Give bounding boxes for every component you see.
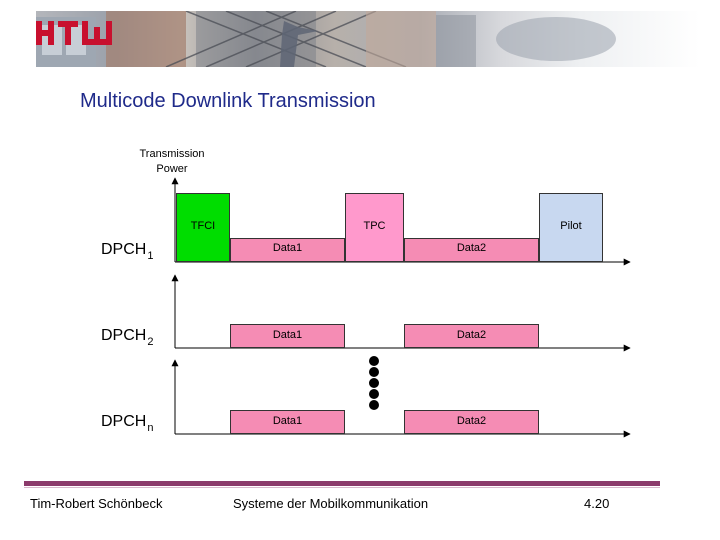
dpchn-data2-field: [404, 410, 539, 434]
dpch1-data1-label: Data1: [272, 242, 303, 254]
vertical-ellipsis-dots: [369, 356, 381, 411]
slide-title: Multicode Downlink Transmission: [80, 90, 376, 112]
htw-logo: [36, 21, 112, 45]
tfci-field: [176, 193, 230, 262]
dpchn-data1-field: [230, 410, 345, 434]
y-axis-title-line2: Power: [156, 163, 188, 175]
ellipsis-dot: [369, 378, 379, 388]
tpc-field: [345, 193, 404, 262]
dpch2-data1-label: Data1: [272, 329, 303, 341]
ellipsis-dot: [369, 356, 379, 366]
pilot-label: Pilot: [560, 220, 582, 232]
channel-label-dpchn: DPCHn: [101, 413, 154, 434]
footer-bar: [24, 481, 660, 486]
tfci-label: TFCI: [190, 220, 216, 232]
y-axis-title-line1: Transmission: [139, 148, 205, 160]
dpch1-data2-field: [404, 238, 539, 262]
ellipsis-dot: [369, 389, 379, 399]
footer-course: Systeme der Mobilkommunikation: [233, 496, 429, 511]
y-axis-title: Transmission Power: [120, 147, 224, 177]
footer-page-number: 4.20: [584, 496, 610, 511]
channel-label-dpch2: DPCH2: [101, 327, 154, 348]
dpch1-data1-field: [230, 238, 345, 262]
channel-name: DPCH: [101, 413, 147, 430]
tpc-label: TPC: [363, 220, 386, 232]
dpch2-data2-label: Data2: [456, 329, 487, 341]
dpch2-data1-field: [230, 324, 345, 348]
channel-subscript: 2: [147, 336, 154, 348]
footer-author: Tim-Robert Schönbeck: [30, 496, 163, 511]
ellipsis-dot: [369, 367, 379, 377]
channel-name: DPCH: [101, 241, 147, 258]
ellipsis-dot: [369, 400, 379, 410]
channel-subscript: 1: [147, 250, 154, 262]
dpch1-data2-label: Data2: [456, 242, 487, 254]
pilot-field: [539, 193, 603, 262]
channel-name: DPCH: [101, 327, 147, 344]
header-banner: [36, 11, 700, 67]
channel-subscript: n: [147, 422, 154, 434]
dpchn-data2-label: Data2: [456, 415, 487, 427]
dpch2-data2-field: [404, 324, 539, 348]
footer-divider: [24, 487, 660, 488]
dpchn-data1-label: Data1: [272, 415, 303, 427]
channel-label-dpch1: DPCH1: [101, 241, 154, 262]
